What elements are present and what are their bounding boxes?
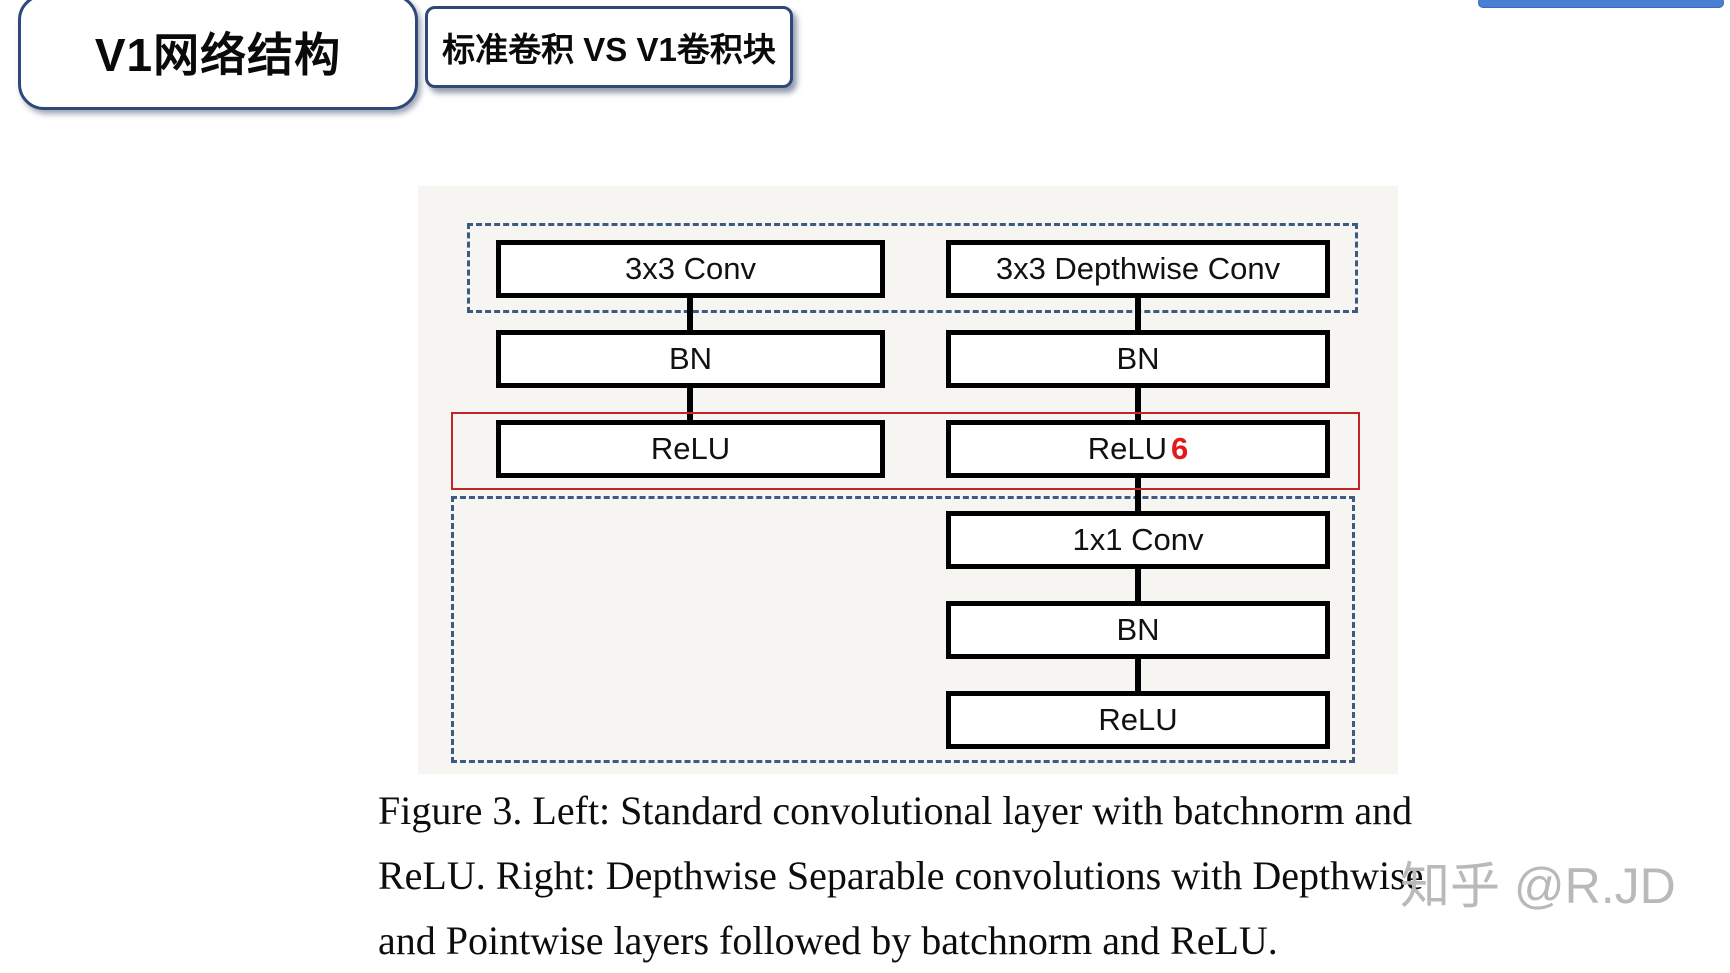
connector [687, 384, 693, 424]
node-relu-left: ReLU [496, 420, 885, 478]
slide-title-box: V1网络结构 [18, 0, 418, 110]
connector [1135, 294, 1141, 334]
node-label: BN [1116, 341, 1160, 376]
node-label: 1x1 Conv [1072, 522, 1204, 557]
top-blue-bar [1478, 0, 1724, 8]
connector [687, 294, 693, 334]
slide-title: V1网络结构 [94, 29, 342, 81]
watermark: 知乎 @R.JD [1400, 858, 1676, 914]
figure-caption: Figure 3. Left: Standard convolutional l… [378, 778, 1488, 973]
slide-subtitle-box: 标准卷积 VS V1卷积块 [425, 6, 793, 88]
pointwise-group-outline [451, 496, 1355, 763]
conv-row-outline [467, 223, 1358, 313]
connector [1135, 565, 1141, 605]
node-label: 3x3 Conv [625, 251, 756, 286]
node-label: ReLU [1098, 702, 1178, 737]
connector [1135, 655, 1141, 695]
node-label: 3x3 Depthwise Conv [995, 251, 1281, 286]
connector [1135, 384, 1141, 424]
node-relu-right: ReLU [946, 691, 1330, 749]
node-1x1-conv: 1x1 Conv [946, 511, 1330, 569]
caption-line-2: ReLU. Right: Depthwise Separable convolu… [378, 853, 1424, 898]
caption-line-1: Figure 3. Left: Standard convolutional l… [378, 788, 1413, 833]
node-label: BN [668, 341, 713, 376]
node-label: ReLU [1087, 431, 1167, 466]
caption-line-3: and Pointwise layers followed by batchno… [378, 918, 1278, 963]
node-3x3-conv: 3x3 Conv [496, 240, 885, 298]
connector [1135, 474, 1141, 515]
node-label: BN [1116, 612, 1160, 647]
relu-highlight-outline [451, 412, 1360, 490]
node-bn-left: BN [496, 330, 885, 388]
node-relu6: ReLU 6 [946, 420, 1330, 478]
node-label: ReLU [650, 431, 731, 466]
relu6-suffix: 6 [1171, 431, 1189, 466]
node-bn-right-1: BN [946, 330, 1330, 388]
node-3x3-depthwise-conv: 3x3 Depthwise Conv [946, 240, 1330, 298]
slide-subtitle: 标准卷积 VS V1卷积块 [442, 31, 776, 68]
node-bn-right-2: BN [946, 601, 1330, 659]
